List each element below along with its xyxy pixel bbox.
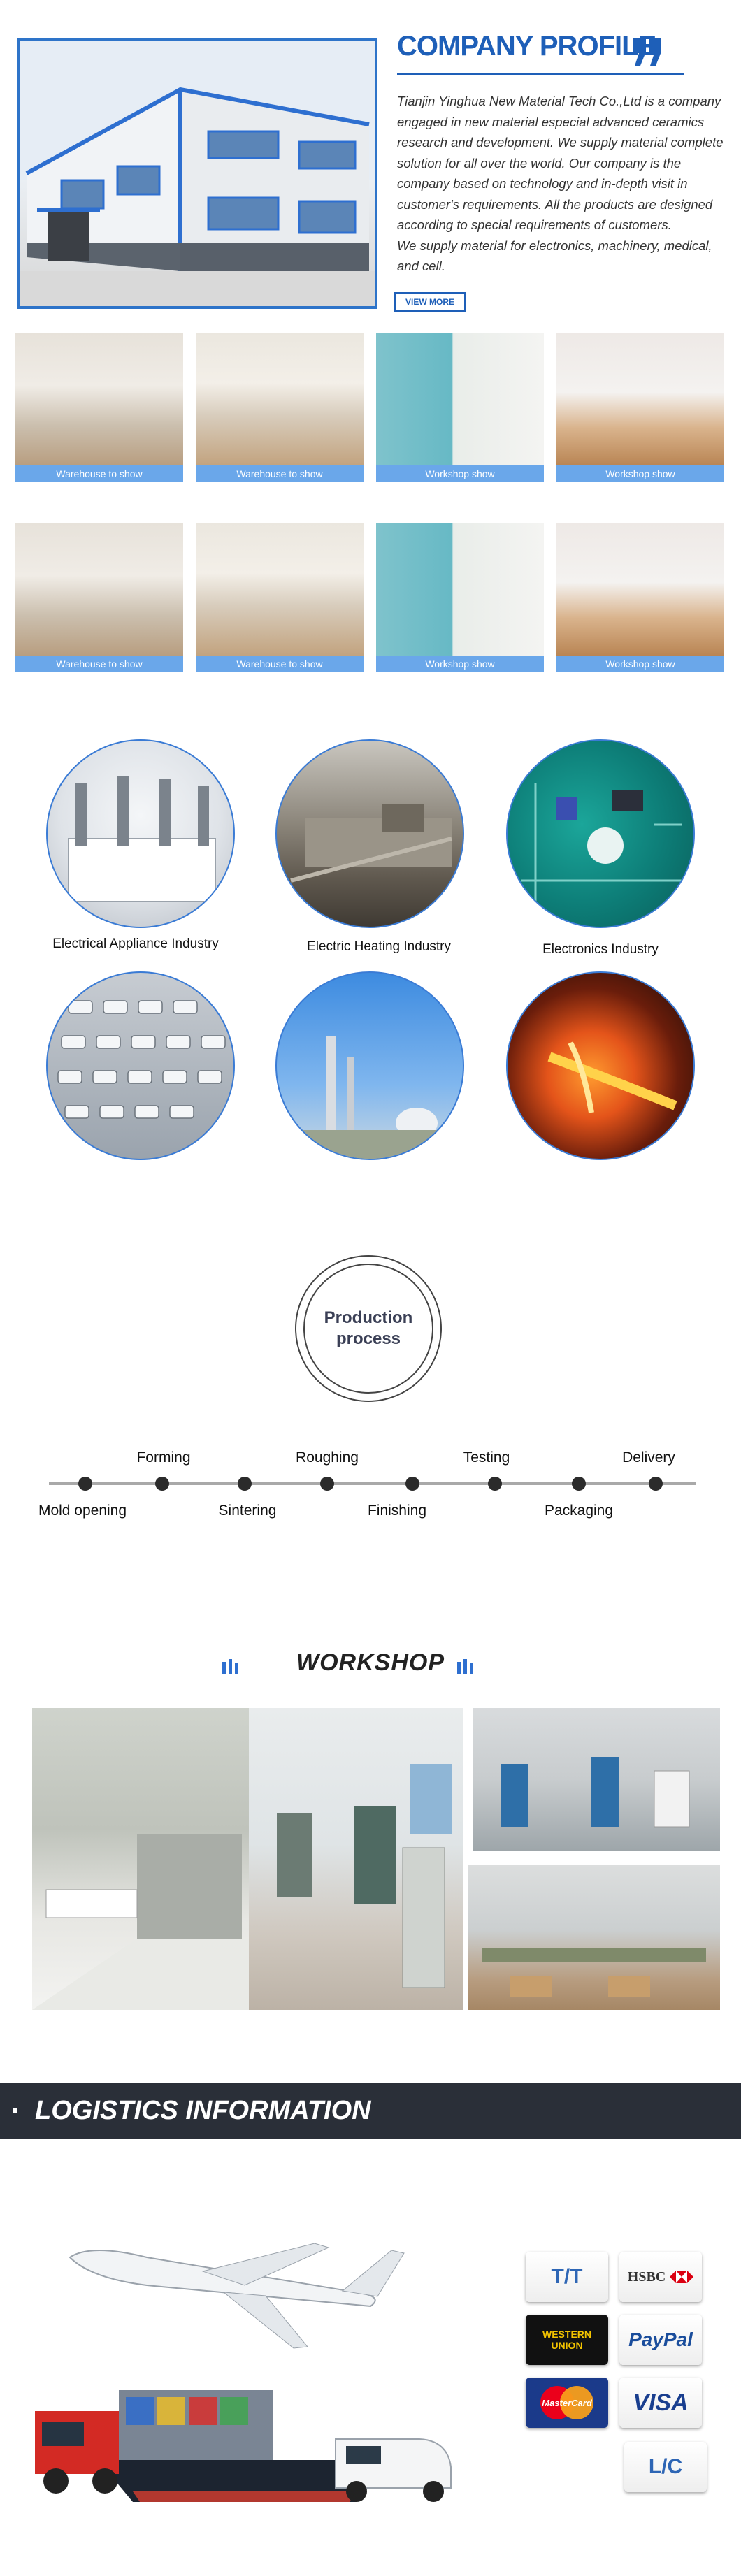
- gallery-caption: Warehouse to show: [196, 656, 364, 672]
- bullet-icon: [13, 2108, 17, 2113]
- timeline-dot: [572, 1477, 586, 1491]
- warehouse-photo: [196, 523, 364, 656]
- payment-mastercard-badge: MasterCard: [526, 2378, 608, 2428]
- presses-illustration: [277, 1764, 452, 1988]
- process-step-forming: Forming: [136, 1449, 191, 1466]
- gallery-caption: Workshop show: [376, 465, 544, 482]
- molten-metal-illustration: [547, 1041, 677, 1113]
- gallery-row-1: Warehouse to show Warehouse to show Work…: [15, 333, 724, 482]
- logistics-title: LOGISTICS INFORMATION: [35, 2095, 371, 2125]
- workshop-photo: [376, 333, 544, 465]
- quote-icon: [633, 38, 661, 66]
- mastercard-label: MasterCard: [542, 2398, 593, 2408]
- process-step-testing: Testing: [463, 1449, 510, 1466]
- gallery-row-2: Warehouse to show Warehouse to show Work…: [15, 523, 724, 672]
- electrical-appliance-photo: [46, 739, 235, 928]
- payment-lc-badge: L/C: [624, 2442, 707, 2492]
- workshop-photo: [556, 333, 724, 465]
- timeline-dot: [238, 1477, 252, 1491]
- workshop-packing-photo: [468, 1865, 720, 2010]
- industry-label: Electric Heating Industry: [307, 939, 451, 954]
- mastercard-circles-icon: MasterCard: [540, 2386, 593, 2419]
- airplane-icon: [69, 2243, 405, 2349]
- payment-visa-badge: VISA: [619, 2378, 702, 2428]
- process-step-delivery: Delivery: [622, 1449, 675, 1466]
- gallery-card[interactable]: Warehouse to show: [15, 523, 183, 672]
- truck-ship-van-illustration: [35, 2390, 452, 2502]
- timeline-dot: [78, 1477, 92, 1491]
- parked-cars-illustration: [57, 1000, 226, 1119]
- process-step-finishing: Finishing: [367, 1503, 427, 1519]
- timeline-dot: [155, 1477, 169, 1491]
- gallery-card[interactable]: Workshop show: [376, 333, 544, 482]
- timeline-dot: [320, 1477, 334, 1491]
- gallery-card[interactable]: Warehouse to show: [15, 333, 183, 482]
- gallery-card[interactable]: Warehouse to show: [196, 523, 364, 672]
- circuit-board-illustration: [521, 783, 682, 902]
- gallery-caption: Workshop show: [556, 465, 724, 482]
- process-title-line1: Production: [324, 1308, 413, 1327]
- industry-label: Electrical Appliance Industry: [52, 936, 219, 951]
- gallery-card[interactable]: Workshop show: [556, 333, 724, 482]
- bars-icon: [222, 1659, 238, 1674]
- factory-building-photo: [17, 38, 377, 309]
- refinery-illustration: [277, 1036, 463, 1159]
- production-process-badge: Production process: [303, 1264, 433, 1394]
- metallurgy-photo: [506, 971, 695, 1160]
- warehouse-photo: [15, 333, 183, 465]
- workshop-photo: [556, 523, 724, 656]
- timeline-dot: [405, 1477, 419, 1491]
- forming-machines-illustration: [501, 1757, 690, 1828]
- gallery-card[interactable]: Workshop show: [376, 523, 544, 672]
- process-step-sintering: Sintering: [218, 1503, 277, 1519]
- furnace-illustration: [290, 804, 452, 883]
- process-step-roughing: Roughing: [296, 1449, 359, 1466]
- industry-label: Electronics Industry: [542, 942, 659, 957]
- production-process-ring: [295, 1255, 442, 1402]
- payment-paypal-badge: PayPal: [619, 2315, 702, 2365]
- electric-heating-photo: [275, 739, 464, 928]
- gallery-caption: Warehouse to show: [15, 656, 183, 672]
- logistics-header-bar: [0, 2083, 741, 2139]
- gallery-caption: Warehouse to show: [15, 465, 183, 482]
- process-step-mold-opening: Mold opening: [38, 1503, 127, 1519]
- hsbc-label: HSBC: [627, 2269, 666, 2285]
- machinery-illustration: [68, 776, 216, 902]
- packing-line-illustration: [482, 1948, 706, 1997]
- timeline-dot: [488, 1477, 502, 1491]
- timeline-dot: [649, 1477, 663, 1491]
- process-timeline-line: [49, 1482, 696, 1485]
- workshop-forming-photo: [473, 1708, 720, 1851]
- warehouse-photo: [15, 523, 183, 656]
- workshop-photo: [376, 523, 544, 656]
- company-description: Tianjin Yinghua New Material Tech Co.,Lt…: [397, 94, 724, 273]
- gallery-card[interactable]: Warehouse to show: [196, 333, 364, 482]
- payment-western-union-badge: WESTERN UNION: [526, 2315, 608, 2365]
- gallery-caption: Workshop show: [376, 656, 544, 672]
- electronics-photo: [506, 739, 695, 928]
- warehouse-photo: [196, 333, 364, 465]
- workshop-press-photo: [249, 1708, 463, 2010]
- kiln-illustration: [32, 1834, 249, 2010]
- gallery-caption: Workshop show: [556, 656, 724, 672]
- automotive-photo: [46, 971, 235, 1160]
- view-more-button[interactable]: VIEW MORE: [394, 292, 466, 312]
- hsbc-hexagon-icon: [670, 2271, 694, 2283]
- factory-building-illustration: [20, 41, 375, 306]
- company-profile-title: COMPANY PROFILE: [397, 31, 656, 61]
- workshop-title: WORKSHOP: [296, 1649, 445, 1676]
- bars-icon: [457, 1659, 473, 1674]
- gallery-card[interactable]: Workshop show: [556, 523, 724, 672]
- petrochemical-photo: [275, 971, 464, 1160]
- process-title-line2: process: [336, 1329, 401, 1348]
- payment-hsbc-badge: HSBC: [619, 2252, 702, 2302]
- payment-tt-badge: T/T: [526, 2252, 608, 2302]
- process-step-packaging: Packaging: [544, 1503, 614, 1519]
- gallery-caption: Warehouse to show: [196, 465, 364, 482]
- workshop-kiln-photo: [32, 1708, 249, 2010]
- profile-title-underline: [397, 73, 684, 75]
